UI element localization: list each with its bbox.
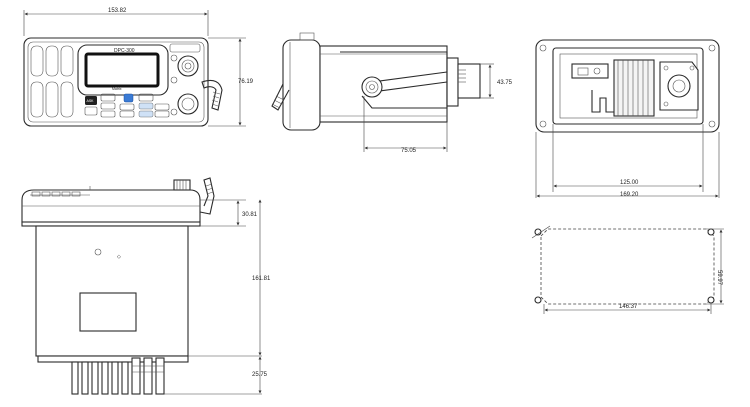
top-bezel-depth-dimension: 30.81 [200,199,258,227]
top-bezel-buttons [31,191,81,197]
label-plate [79,292,137,332]
front-height-label: 76.19 [238,79,254,85]
front-width-label: 153.82 [108,8,127,14]
rear-inner-width-dimension: 125.00 [552,124,704,192]
rear-connectors [71,357,165,395]
front-width-dimension: 153.82 [23,8,209,36]
volume-knob [177,55,199,77]
brand-label: Matrix [112,87,122,91]
antenna-connector [659,61,699,111]
ask-button [85,96,97,105]
cutout-width-dimension: 146.37 [543,304,712,314]
channel-knob [177,93,199,115]
rear-outer-width-label: 169.20 [620,192,639,198]
side-connector [458,69,466,83]
front-keypad: ASK [84,93,170,118]
cutout-height-dimension: 59.97 [706,228,724,305]
front-height-dimension: 76.19 [208,37,254,127]
svg-text:◇: ◇ [117,254,121,260]
cutout-height-label: 59.97 [716,270,722,286]
side-height-label: 43.75 [497,80,513,86]
top-view: ◇ 30.81 161.81 [21,177,271,395]
top-body-depth-label: 161.81 [252,276,271,282]
mount-knob [361,76,383,98]
rear-inner-width-label: 125.00 [620,180,639,186]
rear-view: 125.00 169.20 [535,39,720,198]
display-model-label: DPC-300 [114,48,135,54]
rear-outer-width-dimension: 169.20 [535,132,720,198]
speaker-grille [30,45,74,118]
side-view: 75.05 43.75 [271,32,513,154]
microphone-cable [201,79,223,111]
top-bezel-depth-label: 30.81 [242,212,258,218]
side-cable [271,83,290,111]
top-body-depth-dimension: 161.81 [188,199,271,357]
panel-cutout-view: 146.37 59.97 [531,225,724,314]
top-connector-dimension: 25.75 [164,356,268,395]
heatsink-fins [591,59,655,117]
side-depth-dimension: 75.05 [363,96,448,154]
front-view: 153.82 76.19 DPC-300 Matrix ASK [23,8,254,127]
svg-text:ASK: ASK [87,99,95,103]
top-connector-label: 25.75 [252,372,268,378]
side-depth-label: 75.05 [401,148,417,154]
side-height-dimension: 43.75 [480,63,513,99]
cutout-width-label: 146.37 [619,304,638,310]
lcd-display [84,52,160,88]
